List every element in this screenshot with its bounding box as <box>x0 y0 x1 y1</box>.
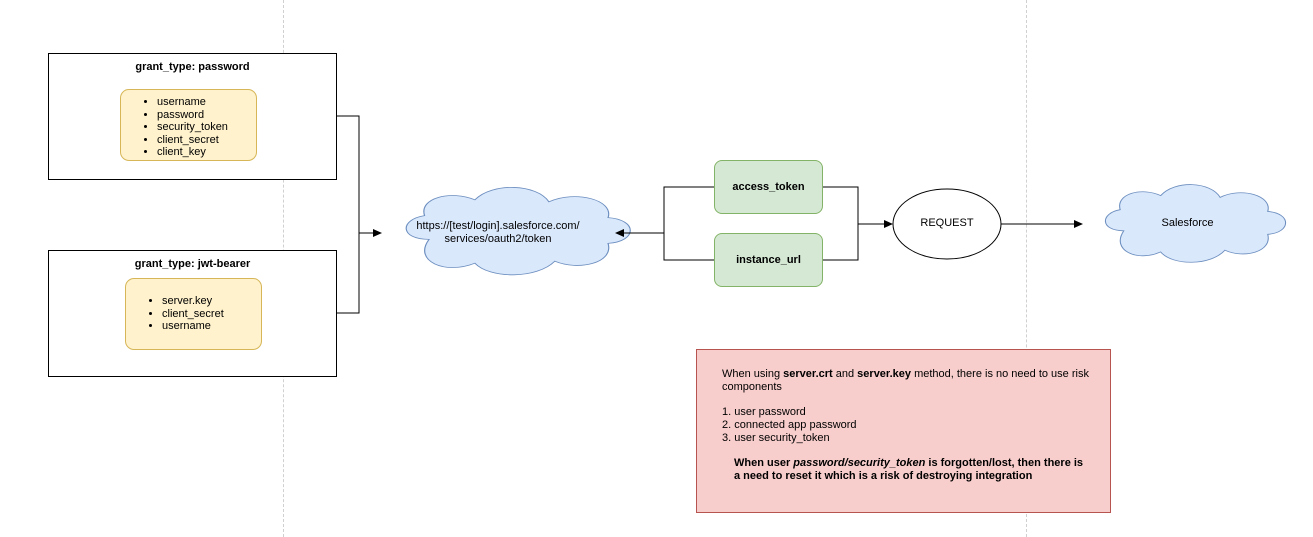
note-server-crt: server.crt <box>783 368 833 380</box>
note-intro: When using server.crt and server.key met… <box>722 368 1089 393</box>
token-endpoint-label: https://[test/login].salesforce.com/ ser… <box>398 220 598 246</box>
param-security-token: security_token <box>157 121 256 134</box>
connector-instance-url-forward <box>823 224 859 261</box>
token-endpoint-host: https://[test/login].salesforce.com/ <box>416 220 580 232</box>
access-token-box: access_token <box>714 160 823 214</box>
arrowhead-salesforce <box>1074 220 1083 228</box>
risk-item-app-password: 2. connected app password <box>722 419 857 431</box>
param-username: username <box>162 320 261 333</box>
password-grant-box: grant_type: password username password s… <box>48 53 337 180</box>
risk-item-user-password: 1. user password <box>722 406 806 418</box>
param-client-secret: client_secret <box>157 134 256 147</box>
jwt-grant-params: server.key client_secret username <box>125 278 262 350</box>
password-grant-title: grant_type: password <box>135 61 250 73</box>
arrowhead-endpoint-response <box>615 229 624 237</box>
instance-url-box: instance_url <box>714 233 823 287</box>
connector-password-grant <box>336 115 360 233</box>
risk-note: When using server.crt and server.key met… <box>696 349 1111 513</box>
jwt-grant-box: grant_type: jwt-bearer server.key client… <box>48 250 337 377</box>
page-guide-right <box>1026 0 1027 537</box>
connector-access-token-forward <box>823 186 859 224</box>
param-server-key: server.key <box>162 295 261 308</box>
param-password: password <box>157 109 256 122</box>
risk-components-list: 1. user password 2. connected app passwo… <box>722 406 1090 445</box>
password-grant-params: username password security_token client_… <box>120 89 257 161</box>
param-username: username <box>157 96 256 109</box>
risk-item-security-token: 3. user security_token <box>722 432 830 444</box>
jwt-grant-title: grant_type: jwt-bearer <box>134 258 251 270</box>
request-label: REQUEST <box>920 217 974 229</box>
param-client-key: client_key <box>157 146 256 159</box>
arrowhead-request <box>884 220 893 228</box>
token-endpoint-path: services/oauth2/token <box>444 233 552 245</box>
arrowhead-endpoint <box>373 229 382 237</box>
param-client-secret: client_secret <box>162 308 261 321</box>
note-warning-emphasis: password/security_token <box>793 457 926 469</box>
salesforce-label: Salesforce <box>1161 217 1214 229</box>
note-warning: When user password/security_token is for… <box>734 457 1084 482</box>
connector-jwt-grant <box>336 233 360 314</box>
note-server-key: server.key <box>857 368 912 380</box>
connector-access-token-back <box>663 186 714 261</box>
